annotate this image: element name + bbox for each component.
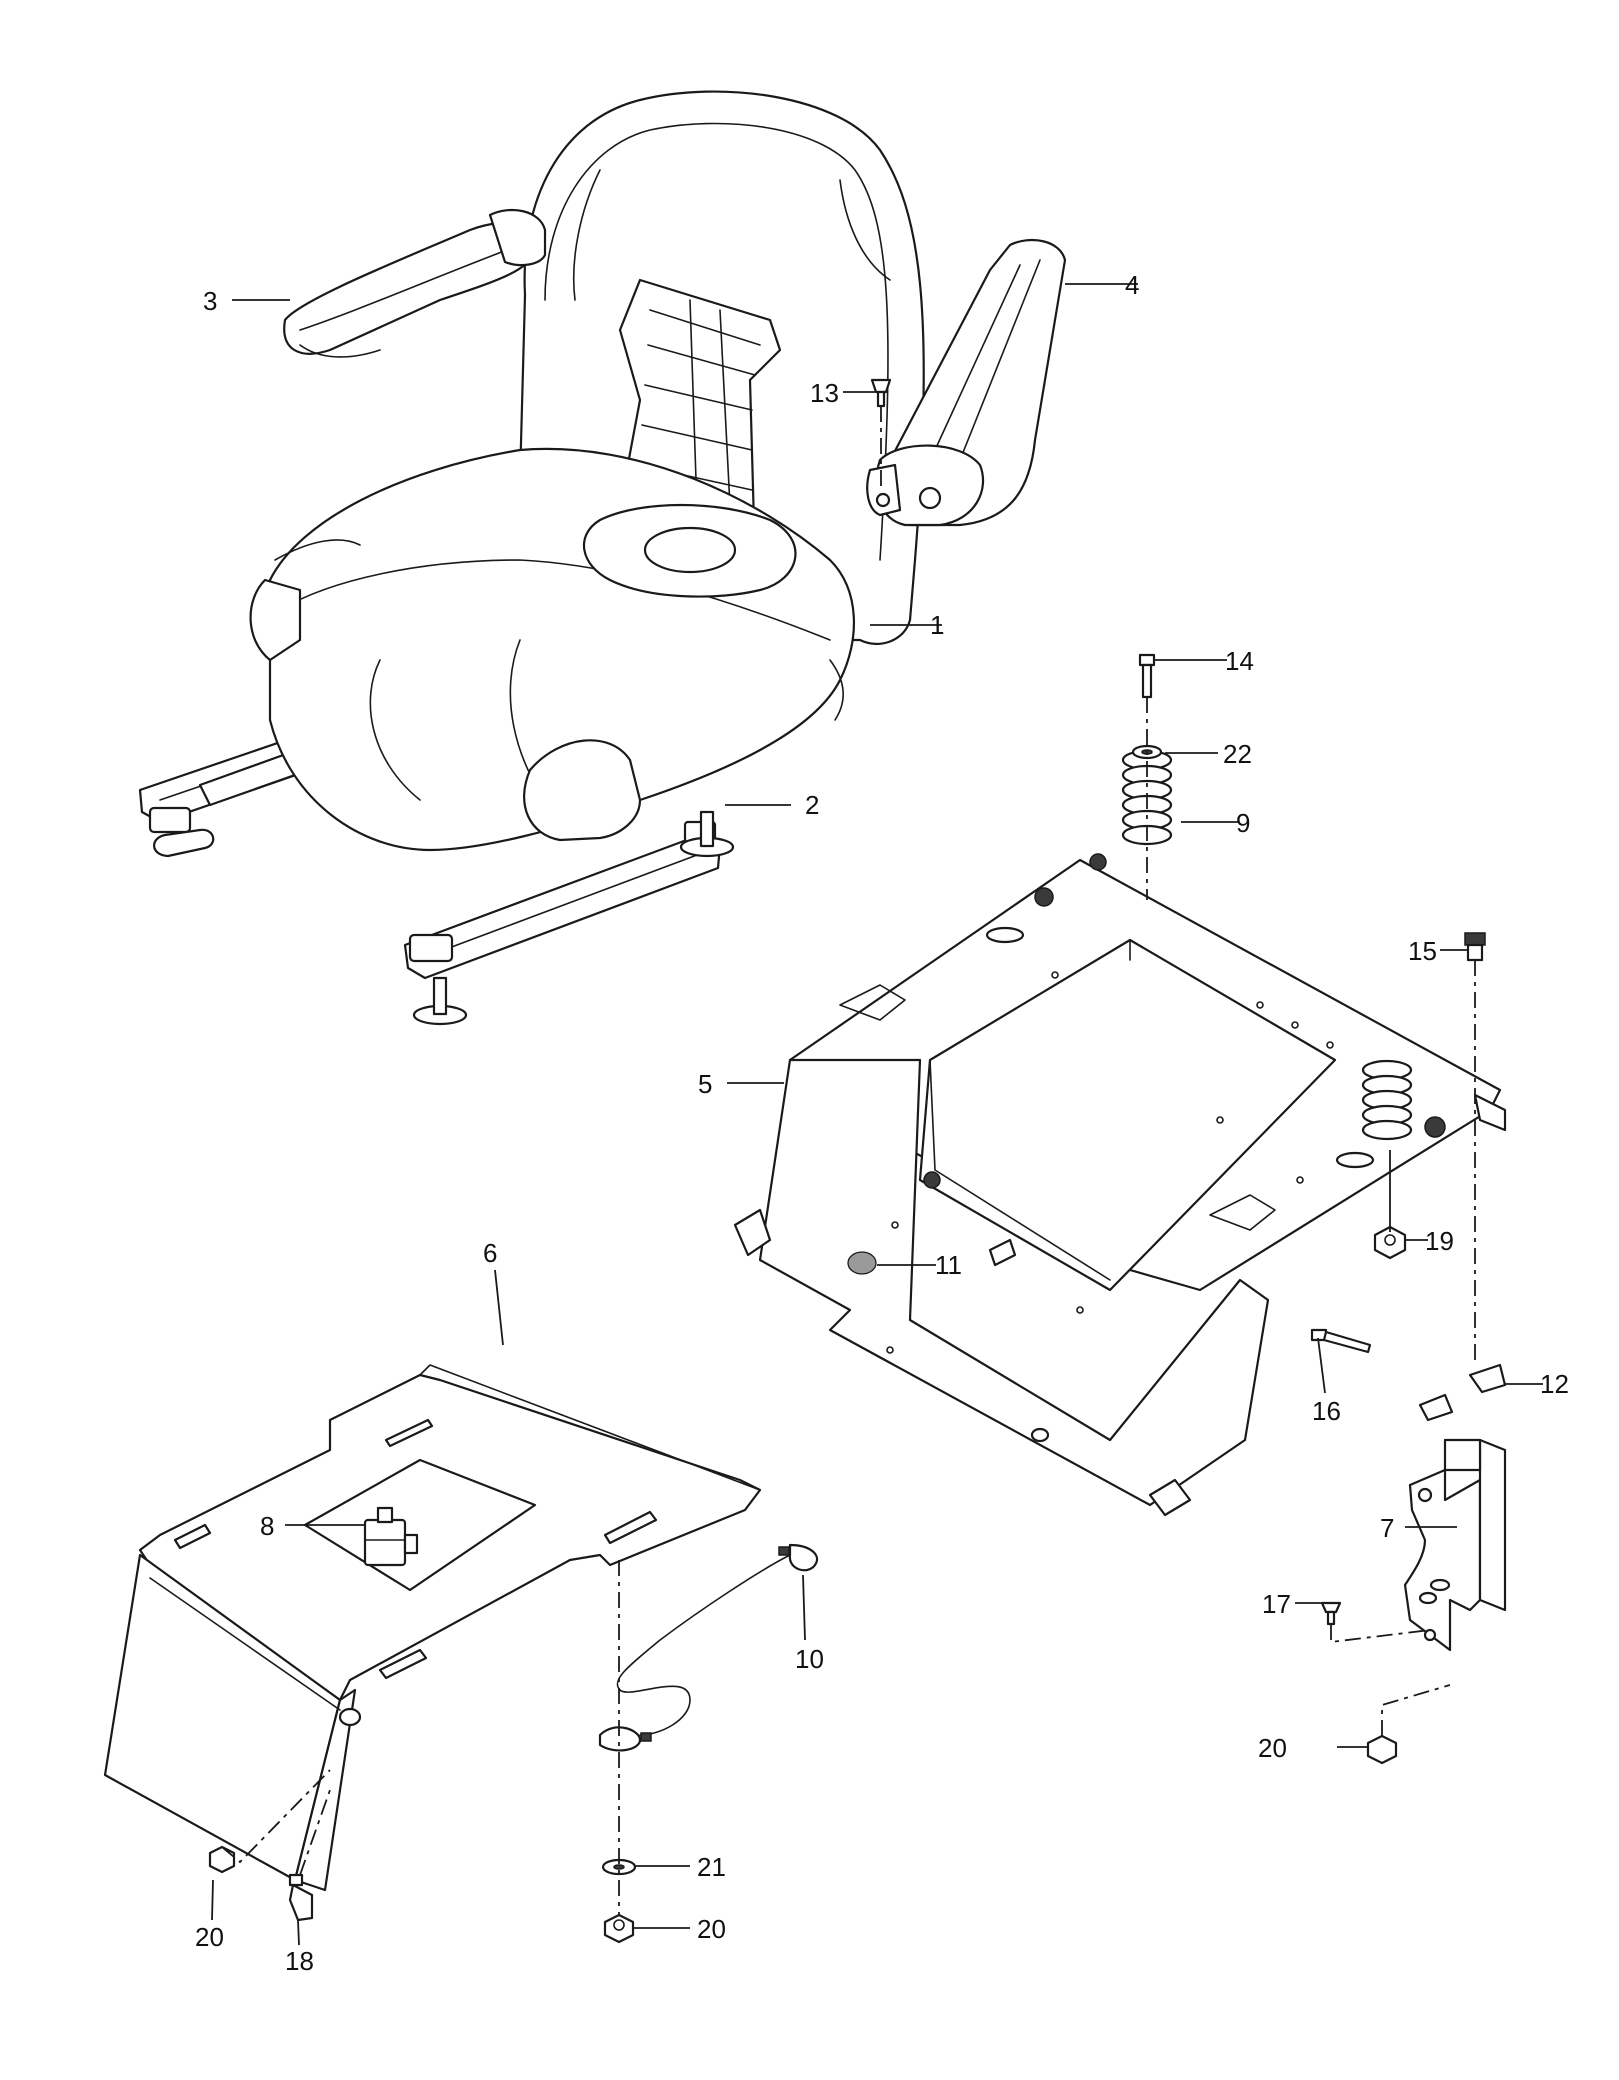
- callout-14: 14: [1225, 646, 1254, 676]
- base-pan: [103, 1364, 762, 1892]
- callout-19: 19: [1425, 1226, 1454, 1256]
- callout-4: 4: [1125, 270, 1139, 300]
- spring-stack: [1121, 749, 1413, 1141]
- callout-12: 12: [1540, 1369, 1569, 1399]
- callout-15: 15: [1408, 936, 1437, 966]
- callout-labels: 1 2 3 4 5 6 7 8 9 10 11 12 13 14 15 16 1…: [195, 270, 1569, 1976]
- callout-17: 17: [1262, 1589, 1291, 1619]
- side-bracket: [1403, 1438, 1507, 1652]
- callout-16: 16: [1312, 1396, 1341, 1426]
- callout-6: 6: [483, 1238, 497, 1268]
- callout-20-left: 20: [195, 1922, 224, 1952]
- seat-assembly: [249, 90, 925, 852]
- callout-7: 7: [1380, 1513, 1394, 1543]
- leader-lines: [211, 283, 1543, 1946]
- callout-20-center: 20: [697, 1914, 726, 1944]
- callout-18: 18: [285, 1946, 314, 1976]
- callout-9: 9: [1236, 808, 1250, 838]
- tether-cable: [598, 1543, 818, 1752]
- callout-2: 2: [805, 790, 819, 820]
- callout-20-bracket: 20: [1258, 1733, 1287, 1763]
- callout-1: 1: [930, 610, 944, 640]
- right-armrest: [866, 238, 1067, 527]
- callout-10: 10: [795, 1644, 824, 1674]
- callout-8: 8: [260, 1511, 274, 1541]
- callout-22: 22: [1223, 739, 1252, 769]
- callout-5: 5: [698, 1069, 712, 1099]
- callout-13: 13: [810, 378, 839, 408]
- callout-21: 21: [697, 1852, 726, 1882]
- callout-3: 3: [203, 286, 217, 316]
- left-armrest: [283, 208, 547, 358]
- callout-11: 11: [935, 1250, 962, 1280]
- mounting-plate: [733, 853, 1507, 1517]
- assembly-lines: [221, 406, 1476, 1915]
- seat-switch: [363, 1506, 419, 1567]
